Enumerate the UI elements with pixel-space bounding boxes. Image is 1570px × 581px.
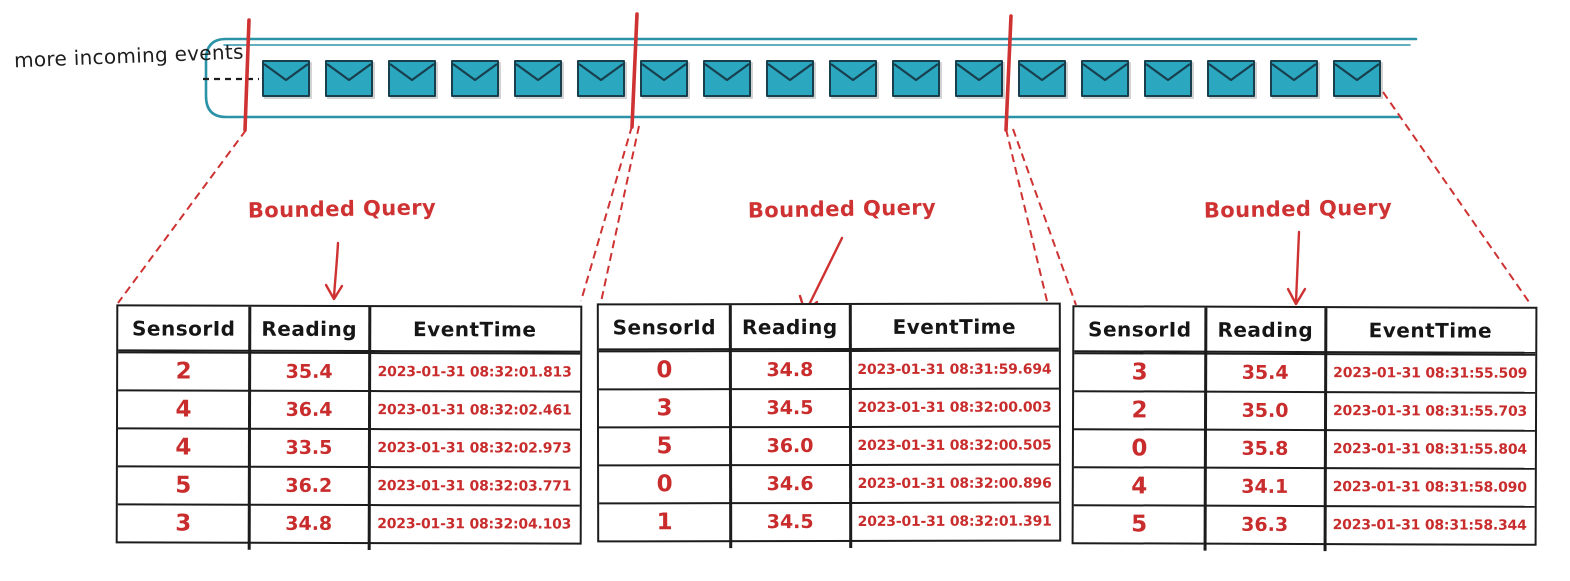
table-cell: 35.4 bbox=[249, 351, 370, 391]
table-cell: 2023-01-31 08:31:55.703 bbox=[1324, 391, 1536, 430]
table-cell: 35.0 bbox=[1204, 390, 1326, 430]
table-cell: 2 bbox=[1073, 390, 1206, 429]
column-header: SensorId bbox=[1074, 307, 1206, 353]
bounded-query-label-3: Bounded Query bbox=[1203, 195, 1393, 223]
table-cell: 2023-01-31 08:32:01.813 bbox=[369, 352, 581, 391]
table-cell: 2023-01-31 08:31:55.804 bbox=[1324, 429, 1535, 468]
column-header: EventTime bbox=[1325, 308, 1536, 354]
envelope-icon bbox=[262, 60, 310, 97]
table-cell: 2023-01-31 08:32:00.003 bbox=[849, 387, 1060, 426]
table-cell: 2023-01-31 08:31:55.509 bbox=[1325, 353, 1536, 392]
window-connector-3-left bbox=[1012, 128, 1077, 306]
bounded-query-label-1: Bounded Query bbox=[247, 195, 437, 223]
envelope-icon bbox=[325, 60, 373, 97]
table-cell: 3 bbox=[598, 388, 731, 427]
table-cell: 2023-01-31 08:32:01.391 bbox=[850, 501, 1060, 540]
column-header: Reading bbox=[249, 306, 370, 353]
table-cell: 34.5 bbox=[729, 387, 851, 427]
table-cell: 4 bbox=[117, 427, 249, 466]
envelope-icon bbox=[577, 60, 625, 97]
table-cell: 2023-01-31 08:32:04.103 bbox=[368, 504, 580, 543]
table-cell: 4 bbox=[1073, 466, 1205, 505]
table-cell: 1 bbox=[599, 502, 731, 541]
table-cell: 2 bbox=[118, 351, 250, 390]
window-connector-3-right bbox=[1382, 91, 1530, 303]
table-cell: 5 bbox=[117, 465, 249, 504]
envelope-icon bbox=[1144, 60, 1192, 97]
table-cell: 34.1 bbox=[1204, 466, 1325, 506]
table-cell: 2023-01-31 08:31:59.694 bbox=[849, 349, 1059, 388]
column-header: SensorId bbox=[598, 305, 730, 351]
table-cell: 2023-01-31 08:32:03.771 bbox=[368, 466, 580, 505]
column-header: Reading bbox=[729, 304, 850, 351]
column-divider bbox=[728, 305, 732, 549]
table-cell: 3 bbox=[117, 503, 249, 542]
envelope-icon bbox=[451, 60, 499, 97]
window-connector-1-left bbox=[117, 129, 247, 304]
envelope-icon bbox=[829, 60, 877, 97]
incoming-events-label: more incoming events bbox=[13, 39, 245, 73]
table-cell: 36.0 bbox=[730, 425, 851, 465]
table-cell: 34.8 bbox=[729, 349, 850, 389]
table-cell: 5 bbox=[1073, 504, 1205, 543]
column-header: Reading bbox=[1205, 307, 1326, 354]
table-cell: 5 bbox=[599, 426, 731, 465]
table-cell: 34.5 bbox=[730, 501, 851, 541]
table-cell: 2023-01-31 08:32:02.461 bbox=[368, 390, 581, 429]
table-cell: 3 bbox=[1074, 352, 1206, 391]
column-header: SensorId bbox=[118, 306, 250, 352]
table-cell: 35.8 bbox=[1204, 428, 1325, 468]
table-cell: 2023-01-31 08:32:02.973 bbox=[368, 428, 580, 467]
table-cell: 35.4 bbox=[1205, 352, 1326, 392]
table-cell: 36.3 bbox=[1204, 504, 1325, 544]
query-arrow-3-head bbox=[1286, 287, 1307, 306]
table-cell: 2023-01-31 08:31:58.090 bbox=[1324, 467, 1535, 506]
envelope-icon bbox=[892, 60, 940, 97]
window-connector-1-right bbox=[580, 125, 633, 302]
envelope-icon bbox=[1270, 60, 1318, 97]
table-cell: 36.4 bbox=[248, 389, 370, 429]
table-cell: 33.5 bbox=[248, 427, 369, 467]
query-arrow-1 bbox=[332, 241, 340, 299]
envelope-icon bbox=[955, 60, 1003, 97]
envelope-icon bbox=[1207, 60, 1255, 97]
table-cell: 4 bbox=[117, 389, 250, 428]
window-connector-2-right bbox=[1005, 128, 1048, 302]
table-cell: 0 bbox=[598, 350, 730, 389]
column-divider bbox=[848, 304, 852, 548]
envelope-icon bbox=[1018, 60, 1066, 97]
query-arrow-1-head bbox=[324, 283, 344, 301]
envelope-icon bbox=[766, 60, 814, 97]
column-header: EventTime bbox=[849, 304, 1059, 350]
table-cell: 2023-01-31 08:31:58.344 bbox=[1324, 505, 1535, 544]
table-cell: 0 bbox=[1073, 428, 1205, 467]
envelope-icon bbox=[514, 60, 562, 97]
table-cell: 36.2 bbox=[248, 465, 369, 505]
column-header: EventTime bbox=[369, 307, 581, 353]
table-cell: 34.6 bbox=[730, 463, 851, 503]
table-cell: 0 bbox=[599, 464, 731, 503]
window-boundary-marker-1 bbox=[243, 18, 251, 132]
window-boundary-marker-3 bbox=[1004, 14, 1013, 132]
envelope-icon bbox=[1333, 60, 1381, 97]
window-connector-2-left bbox=[600, 125, 640, 303]
table-cell: 2023-01-31 08:32:00.896 bbox=[850, 463, 1060, 502]
window-boundary-marker-2 bbox=[630, 12, 639, 129]
query-arrow-2 bbox=[804, 236, 844, 313]
query-arrow-3 bbox=[1294, 230, 1301, 304]
envelope-icon bbox=[640, 60, 688, 97]
envelope-icon bbox=[703, 60, 751, 97]
envelope-icon bbox=[388, 60, 436, 97]
table-cell: 34.8 bbox=[248, 503, 369, 543]
envelope-icon bbox=[1081, 60, 1129, 97]
table-cell: 2023-01-31 08:32:00.505 bbox=[850, 425, 1060, 464]
bounded-query-label-2: Bounded Query bbox=[747, 195, 937, 223]
